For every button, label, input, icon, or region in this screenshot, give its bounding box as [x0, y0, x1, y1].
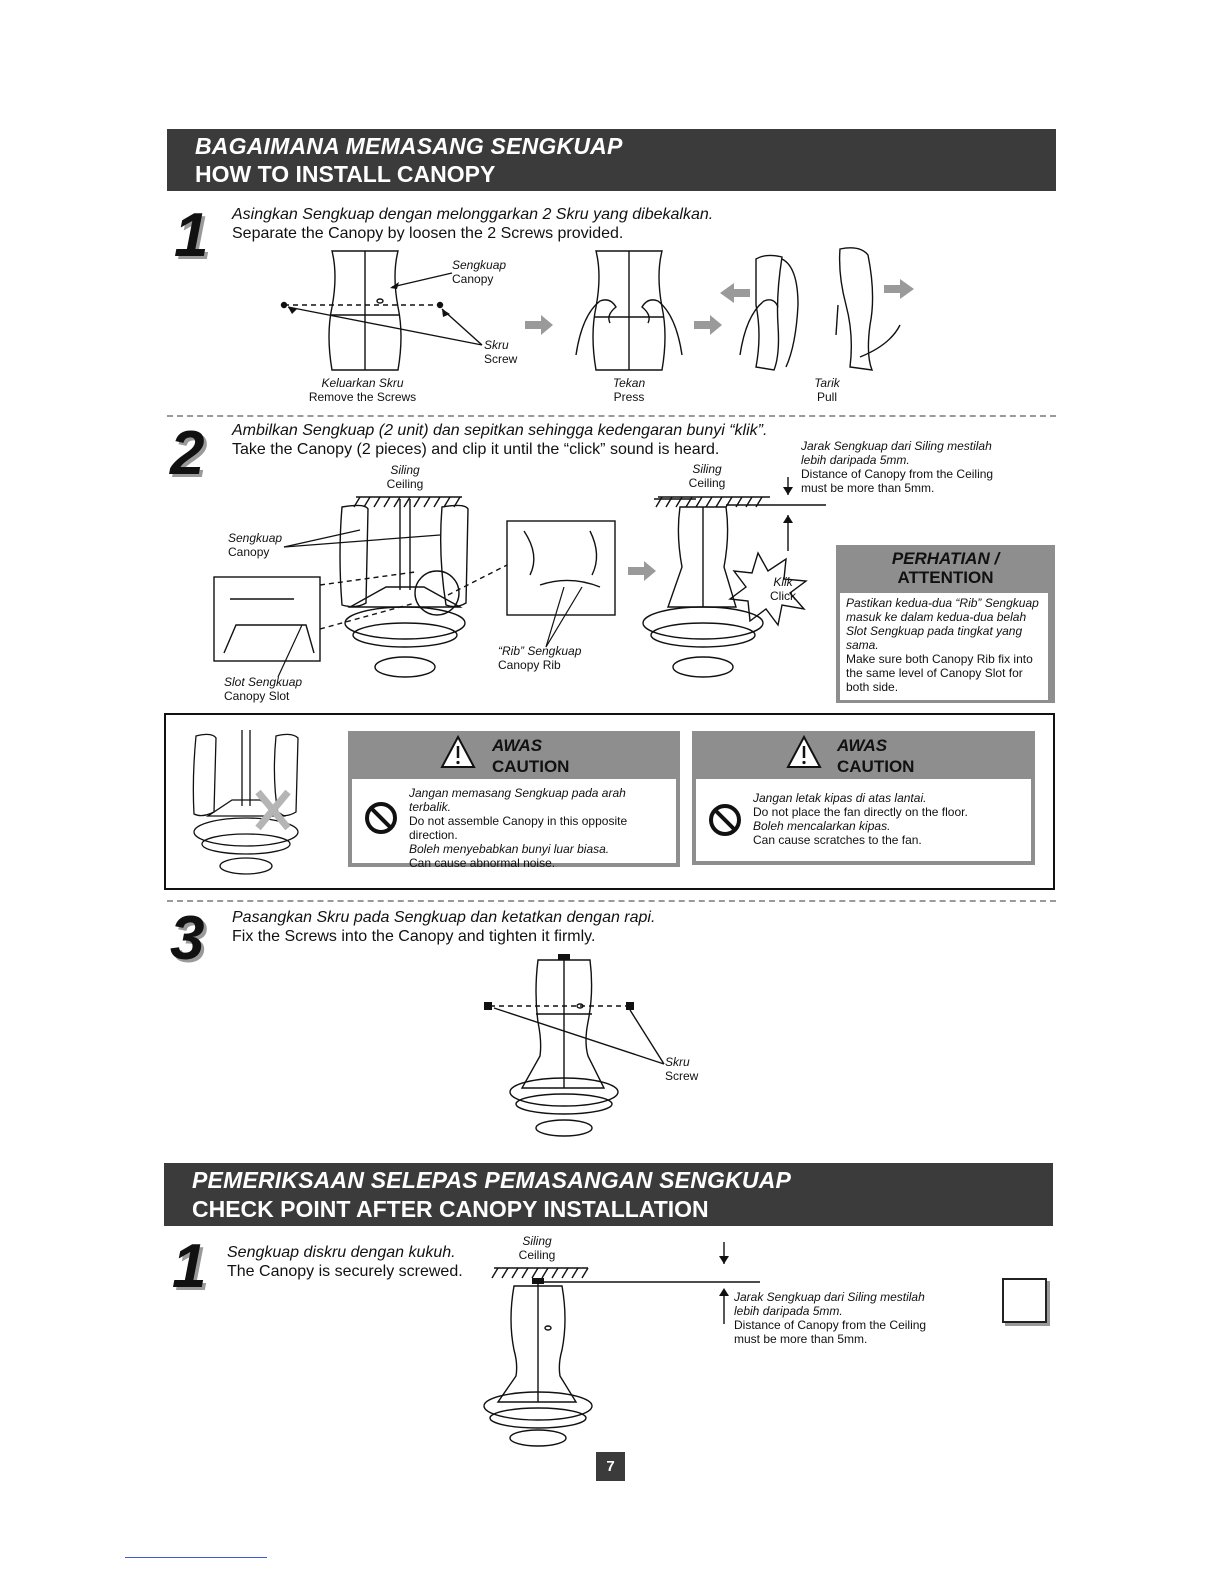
attention-text-en: Make sure both Canopy Rib fix into the s… — [846, 652, 1033, 694]
caution1-title-en: CAUTION — [492, 757, 570, 776]
step1-text-ms: Asingkan Sengkuap dengan melonggarkan 2 … — [232, 206, 714, 223]
caution1-title-ms: AWAS — [492, 736, 543, 755]
step-number-3: 3 — [170, 904, 205, 973]
attention-title-ms: PERHATIAN / — [891, 549, 1000, 568]
prohibited-icon — [709, 804, 741, 836]
caution2-title-en: CAUTION — [837, 757, 915, 776]
check-box[interactable] — [1002, 1278, 1047, 1323]
check1-canopy-ceiling-illustration — [483, 1242, 760, 1447]
step2-distance-note: Jarak Sengkuap dari Siling mestilah lebi… — [801, 439, 994, 495]
step3-text-en: Fix the Screws into the Canopy and tight… — [232, 928, 596, 945]
caution2-line1-ms: Jangan letak kipas di atas lantai. — [753, 791, 927, 805]
section-banner-check-point: PEMERIKSAAN SELEPAS PEMASANGAN SENGKUAP … — [164, 1163, 1053, 1226]
caution-panel-floor: AWAS CAUTION Jangan letak kipas di atas … — [692, 731, 1035, 865]
check1-text-ms: Sengkuap diskru dengan kukuh. — [227, 1244, 456, 1261]
divider — [167, 900, 1056, 902]
section-banner-install-canopy: BAGAIMANA MEMASANG SENGKUAP HOW TO INSTA… — [167, 129, 1056, 191]
caution2-title-ms: AWAS — [837, 736, 888, 755]
step-number-1: 1 — [174, 201, 209, 270]
step3-text-ms: Pasangkan Skru pada Sengkuap dan ketatka… — [232, 909, 656, 926]
section-title-ms: PEMERIKSAAN SELEPAS PEMASANGAN SENGKUAP — [192, 1167, 792, 1193]
caution2-line2-en: Can cause scratches to the fan. — [753, 833, 922, 847]
attention-panel: PERHATIAN / ATTENTION Pastikan kedua-dua… — [836, 545, 1055, 703]
step3-fix-screws-illustration — [484, 954, 665, 1137]
caution2-line1-en: Do not place the fan directly on the flo… — [753, 805, 968, 819]
caution-panel-assembly: AWAS CAUTION Jangan memasang Sengkuap pa… — [348, 731, 680, 870]
step1-canopy-screws-illustration — [280, 247, 914, 371]
footer-line — [125, 1557, 267, 1558]
caution-box — [164, 713, 1055, 890]
page-number: 7 — [596, 1452, 625, 1481]
warning-triangle-icon — [440, 734, 476, 768]
wrong-canopy-direction-illustration — [192, 730, 299, 875]
step1-text-en: Separate the Canopy by loosen the 2 Scre… — [232, 225, 624, 242]
step2-text-en: Take the Canopy (2 pieces) and clip it u… — [232, 441, 720, 458]
step-number-2: 2 — [170, 419, 205, 488]
attention-title-en: ATTENTION — [897, 568, 994, 587]
check-number-1: 1 — [172, 1232, 207, 1301]
caution1-line2-en: Can cause abnormal noise. — [409, 856, 556, 870]
section-title-en: CHECK POINT AFTER CANOPY INSTALLATION — [192, 1196, 709, 1222]
warning-triangle-icon — [786, 734, 822, 768]
caution1-line1-en: Do not assemble Canopy in this opposite … — [409, 814, 628, 842]
check1-text-en: The Canopy is securely screwed. — [227, 1263, 463, 1280]
caution1-line2-ms: Boleh menyebabkan bunyi luar biasa. — [409, 842, 610, 856]
divider — [167, 415, 1056, 417]
caution1-line1-ms: Jangan memasang Sengkuap pada arah terba… — [409, 786, 626, 814]
step2-canopy-clip-illustration — [213, 477, 826, 678]
section-title-ms: BAGAIMANA MEMASANG SENGKUAP — [195, 133, 623, 159]
caution2-line2-ms: Boleh mencalarkan kipas. — [753, 819, 891, 833]
attention-text-ms: Pastikan kedua-dua “Rib” Sengkuap masuk … — [846, 596, 1039, 652]
check1-distance-note: Jarak Sengkuap dari Siling mestilah lebi… — [734, 1290, 927, 1346]
prohibited-icon — [365, 802, 397, 834]
step2-text-ms: Ambilkan Sengkuap (2 unit) dan sepitkan … — [232, 422, 768, 439]
section-title-en: HOW TO INSTALL CANOPY — [195, 161, 496, 187]
